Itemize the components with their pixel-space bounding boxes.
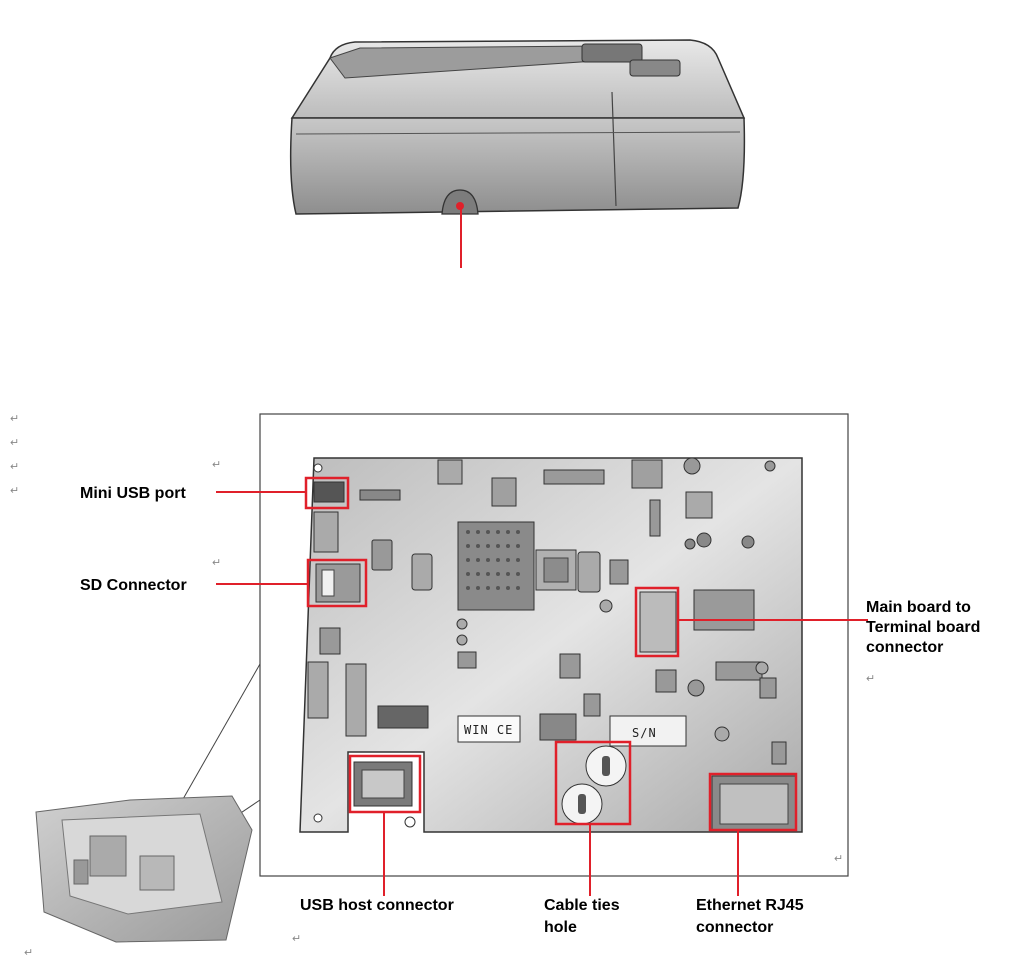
main-board: WIN CE S/N [300, 458, 802, 832]
label-main-board-line-3: connector [866, 639, 943, 656]
label-main-board-line-2: Terminal board [866, 619, 980, 636]
return-mark: ↵ [834, 853, 843, 865]
label-cable-ties-line-2: hole [544, 919, 577, 936]
label-ethernet-line-2: connector [696, 919, 773, 936]
return-mark: ↵ [10, 461, 19, 473]
return-mark: ↵ [292, 933, 301, 945]
return-mark: ↵ [10, 437, 19, 449]
return-mark: ↵ [24, 947, 33, 959]
label-mini-usb: Mini USB port [80, 485, 186, 502]
device-thumbnail [36, 796, 252, 942]
return-mark: ↵ [212, 557, 221, 569]
device-illustration [291, 40, 745, 214]
label-cable-ties-line-1: Cable ties [544, 897, 620, 914]
return-mark: ↵ [10, 413, 19, 425]
return-mark: ↵ [212, 459, 221, 471]
label-ethernet-line-1: Ethernet RJ45 [696, 897, 804, 914]
return-mark: ↵ [10, 485, 19, 497]
label-sd-connector: SD Connector [80, 577, 187, 594]
return-mark: ↵ [866, 673, 875, 685]
label-usb-host: USB host connector [300, 897, 454, 914]
board-label-wince: WIN CE [464, 723, 513, 737]
label-main-board-line-1: Main board to [866, 599, 971, 616]
board-label-sn: S/N [632, 726, 657, 740]
